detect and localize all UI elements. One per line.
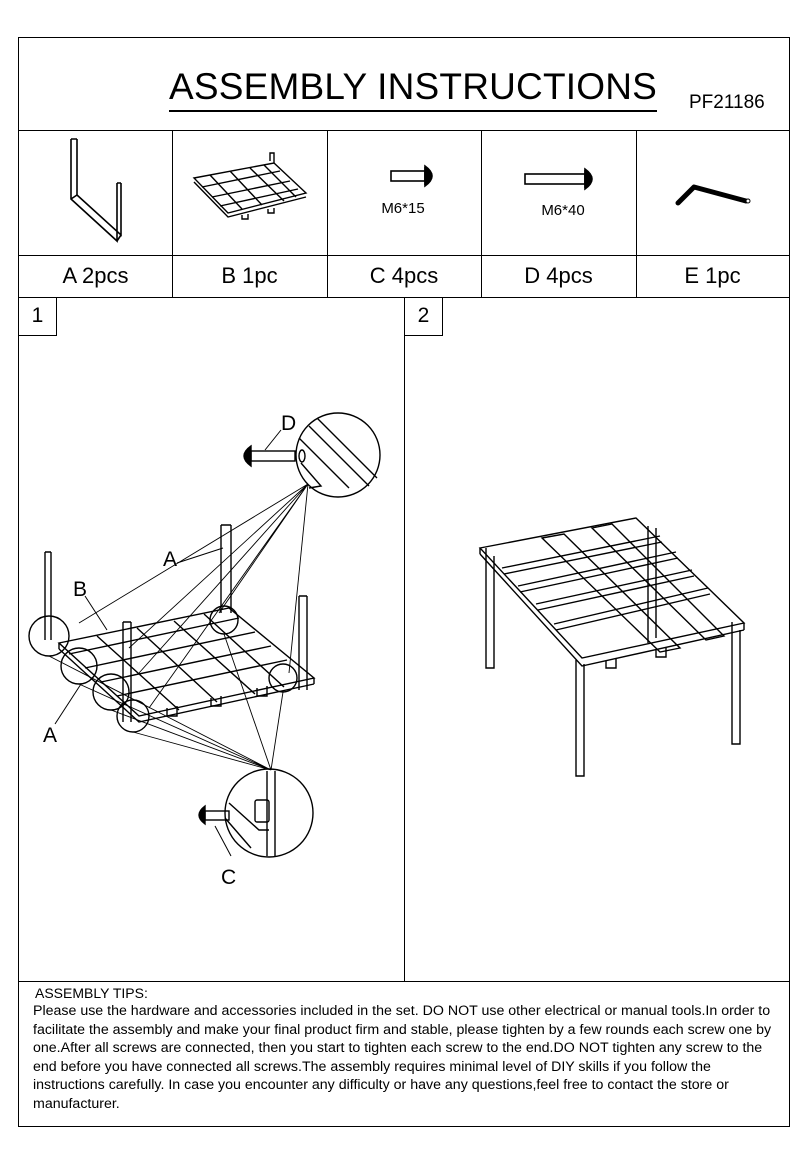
part-a-label: A 2pcs: [62, 263, 129, 288]
divider: [19, 130, 789, 131]
callout-c: C: [221, 866, 236, 889]
part-d-label: D 4pcs: [524, 263, 593, 288]
step-2-illustration: [478, 517, 746, 777]
divider: [172, 130, 173, 297]
step-1-number: 1: [19, 298, 57, 336]
divider: [636, 130, 637, 297]
divider: [404, 297, 405, 981]
step-1-illustration: D A B A C: [28, 412, 381, 889]
table-top-frame-icon: [192, 152, 308, 220]
part-b-cell: [172, 131, 327, 255]
part-c-cell: M6*15: [327, 131, 481, 255]
short-bolt-icon: M6*15: [381, 164, 433, 217]
tips-heading: ASSEMBLY TIPS:: [35, 985, 148, 1001]
part-e-cell: [636, 131, 789, 255]
step-2-number: 2: [405, 298, 443, 336]
divider: [327, 130, 328, 297]
callout-b: B: [73, 578, 87, 601]
leg-frame-icon: [70, 138, 122, 243]
model-number: PF21186: [689, 92, 765, 113]
part-e-label: E 1pc: [684, 263, 741, 288]
part-d-cell: M6*40: [481, 131, 636, 255]
tips-body: Please use the hardware and accessories …: [33, 1003, 772, 1112]
part-c-label: C 4pcs: [369, 263, 439, 288]
bolt-d-icon: [243, 444, 306, 468]
part-d-spec: M6*40: [541, 202, 584, 219]
callout-d: D: [281, 412, 296, 435]
long-bolt-icon: M6*40: [524, 167, 593, 219]
allen-key-icon: [675, 184, 751, 206]
instruction-sheet: ASSEMBLY INSTRUCTIONS PF21186: [18, 37, 790, 1127]
divider: [19, 981, 789, 982]
divider: [481, 130, 482, 297]
divider: [19, 255, 789, 256]
bolt-c-icon: [198, 804, 230, 826]
callout-a-top: A: [163, 548, 177, 571]
page-title: ASSEMBLY INSTRUCTIONS: [169, 66, 658, 112]
part-a-cell: [19, 131, 172, 255]
part-b-label: B 1pc: [221, 263, 278, 288]
callout-a-left: A: [43, 724, 57, 747]
part-c-spec: M6*15: [381, 200, 424, 217]
